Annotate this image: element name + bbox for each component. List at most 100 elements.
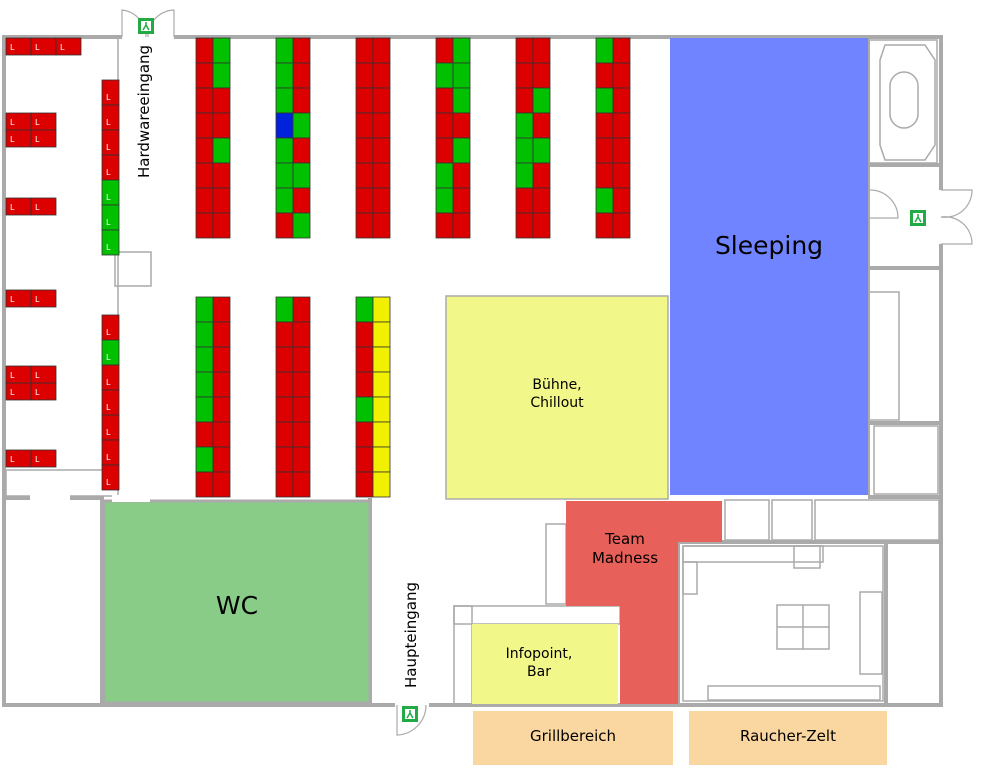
zone-sleeping [670, 38, 868, 495]
sleeping-label: Sleeping [714, 231, 824, 260]
seat-label: L [106, 403, 111, 412]
seat-block-8-c0-r2 [275, 346, 294, 373]
inner-seat-a-0 [101, 79, 120, 106]
seat-block-4-c1-r0 [452, 37, 471, 64]
seat-block-5-c0-r0 [515, 37, 534, 64]
inner-seat-b-4 [101, 414, 120, 441]
seat-block-1-c0-r3 [195, 112, 214, 139]
seat-block-4-c0-r6 [435, 187, 454, 214]
seat-block-6-c0-r7 [595, 212, 614, 239]
wall-seat-6-1 [30, 382, 57, 401]
inner-seat-a-5 [101, 204, 120, 231]
wall-seat-3-1 [30, 197, 57, 216]
seat-block-5-c1-r6 [532, 187, 551, 214]
seat-block-2-c0-r5 [275, 162, 294, 189]
inner-seat-b-3 [101, 389, 120, 416]
seat-block-8-c0-r7 [275, 471, 294, 498]
seat-block-6-c0-r0 [595, 37, 614, 64]
seat-block-8-c1-r7 [292, 471, 311, 498]
seat-block-9-c0-r6 [355, 446, 374, 473]
seat-block-7-c0-r5 [195, 421, 214, 448]
seat-block-2-c0-r2 [275, 87, 294, 114]
seat-block-4-c1-r3 [452, 112, 471, 139]
zone-grill [473, 711, 673, 765]
inner-seat-b-6 [101, 464, 120, 491]
wall-seat-7-1 [30, 449, 57, 468]
seat-block-2-c1-r7 [292, 212, 311, 239]
inner-seat-b-5 [101, 439, 120, 466]
seat-block-4-c1-r7 [452, 212, 471, 239]
seat-block-7-c1-r1 [212, 321, 231, 348]
seat-label: L [35, 295, 40, 304]
zone-infopoint [472, 624, 618, 704]
seat-block-6-c0-r6 [595, 187, 614, 214]
seat-label: L [10, 43, 15, 52]
seat-block-9-c0-r0 [355, 296, 374, 323]
seat-block-9-c1-r3 [372, 371, 391, 398]
seat-block-6-c0-r1 [595, 62, 614, 89]
seat-block-9-c1-r1 [372, 321, 391, 348]
seat-block-7-c0-r1 [195, 321, 214, 348]
seat-block-8-c0-r5 [275, 421, 294, 448]
seat-block-4-c0-r0 [435, 37, 454, 64]
seat-block-3-c0-r6 [355, 187, 374, 214]
seat-block-8-c0-r1 [275, 321, 294, 348]
seat-block-5-c1-r7 [532, 212, 551, 239]
seat-label: L [10, 203, 15, 212]
seat-block-5-c0-r5 [515, 162, 534, 189]
seat-block-9-c0-r2 [355, 346, 374, 373]
seat-block-8-c0-r0 [275, 296, 294, 323]
stage-label: Bühne, Chillout [530, 377, 584, 411]
seat-label: L [60, 43, 65, 52]
seat-block-4-c0-r1 [435, 62, 454, 89]
seat-block-9-c1-r0 [372, 296, 391, 323]
seat-block-9-c1-r5 [372, 421, 391, 448]
seat-label: L [106, 378, 111, 387]
seat-block-6-c1-r5 [612, 162, 631, 189]
seat-label: L [106, 328, 111, 337]
seat-block-8-c1-r0 [292, 296, 311, 323]
exit-sign-right [910, 210, 926, 226]
seat-block-8-c1-r4 [292, 396, 311, 423]
seat-block-9-c1-r6 [372, 446, 391, 473]
seat-block-2-c0-r6 [275, 187, 294, 214]
seat-block-6-c1-r3 [612, 112, 631, 139]
seat-block-6-c1-r2 [612, 87, 631, 114]
seat-block-7-c0-r6 [195, 446, 214, 473]
seat-block-1-c0-r5 [195, 162, 214, 189]
zone-team [566, 501, 722, 704]
team-label: Team Madness [591, 530, 659, 567]
seat-block-7-c1-r0 [212, 296, 231, 323]
seat-label: L [106, 243, 111, 252]
seat-block-6-c1-r1 [612, 62, 631, 89]
inner-seat-a-2 [101, 129, 120, 156]
seat-block-1-c1-r3 [212, 112, 231, 139]
seat-block-2-c1-r1 [292, 62, 311, 89]
seat-block-7-c1-r4 [212, 396, 231, 423]
hardware-entrance-label: Hardwareeingang [135, 44, 153, 178]
seat-block-7-c0-r0 [195, 296, 214, 323]
seat-label: L [106, 478, 111, 487]
seat-block-1-c1-r0 [212, 37, 231, 64]
seat-block-6-c1-r6 [612, 187, 631, 214]
seat-block-5-c1-r3 [532, 112, 551, 139]
seat-block-8-c1-r2 [292, 346, 311, 373]
seat-block-9-c1-r4 [372, 396, 391, 423]
seat-block-5-c0-r1 [515, 62, 534, 89]
seat-label: L [35, 43, 40, 52]
seat-block-1-c0-r0 [195, 37, 214, 64]
seat-block-6-c0-r3 [595, 112, 614, 139]
seat-label: L [10, 371, 15, 380]
main-entrance-label: Haupteingang [402, 581, 420, 688]
seat-block-1-c1-r4 [212, 137, 231, 164]
seat-label: L [106, 218, 111, 227]
seat-block-6-c0-r4 [595, 137, 614, 164]
seat-block-8-c0-r3 [275, 371, 294, 398]
grill-label: Grillbereich [529, 727, 617, 745]
seat-block-8-c1-r1 [292, 321, 311, 348]
seat-block-2-c0-r0 [275, 37, 294, 64]
seat-label: L [106, 428, 111, 437]
seat-block-6-c0-r2 [595, 87, 614, 114]
seat-label: L [106, 453, 111, 462]
